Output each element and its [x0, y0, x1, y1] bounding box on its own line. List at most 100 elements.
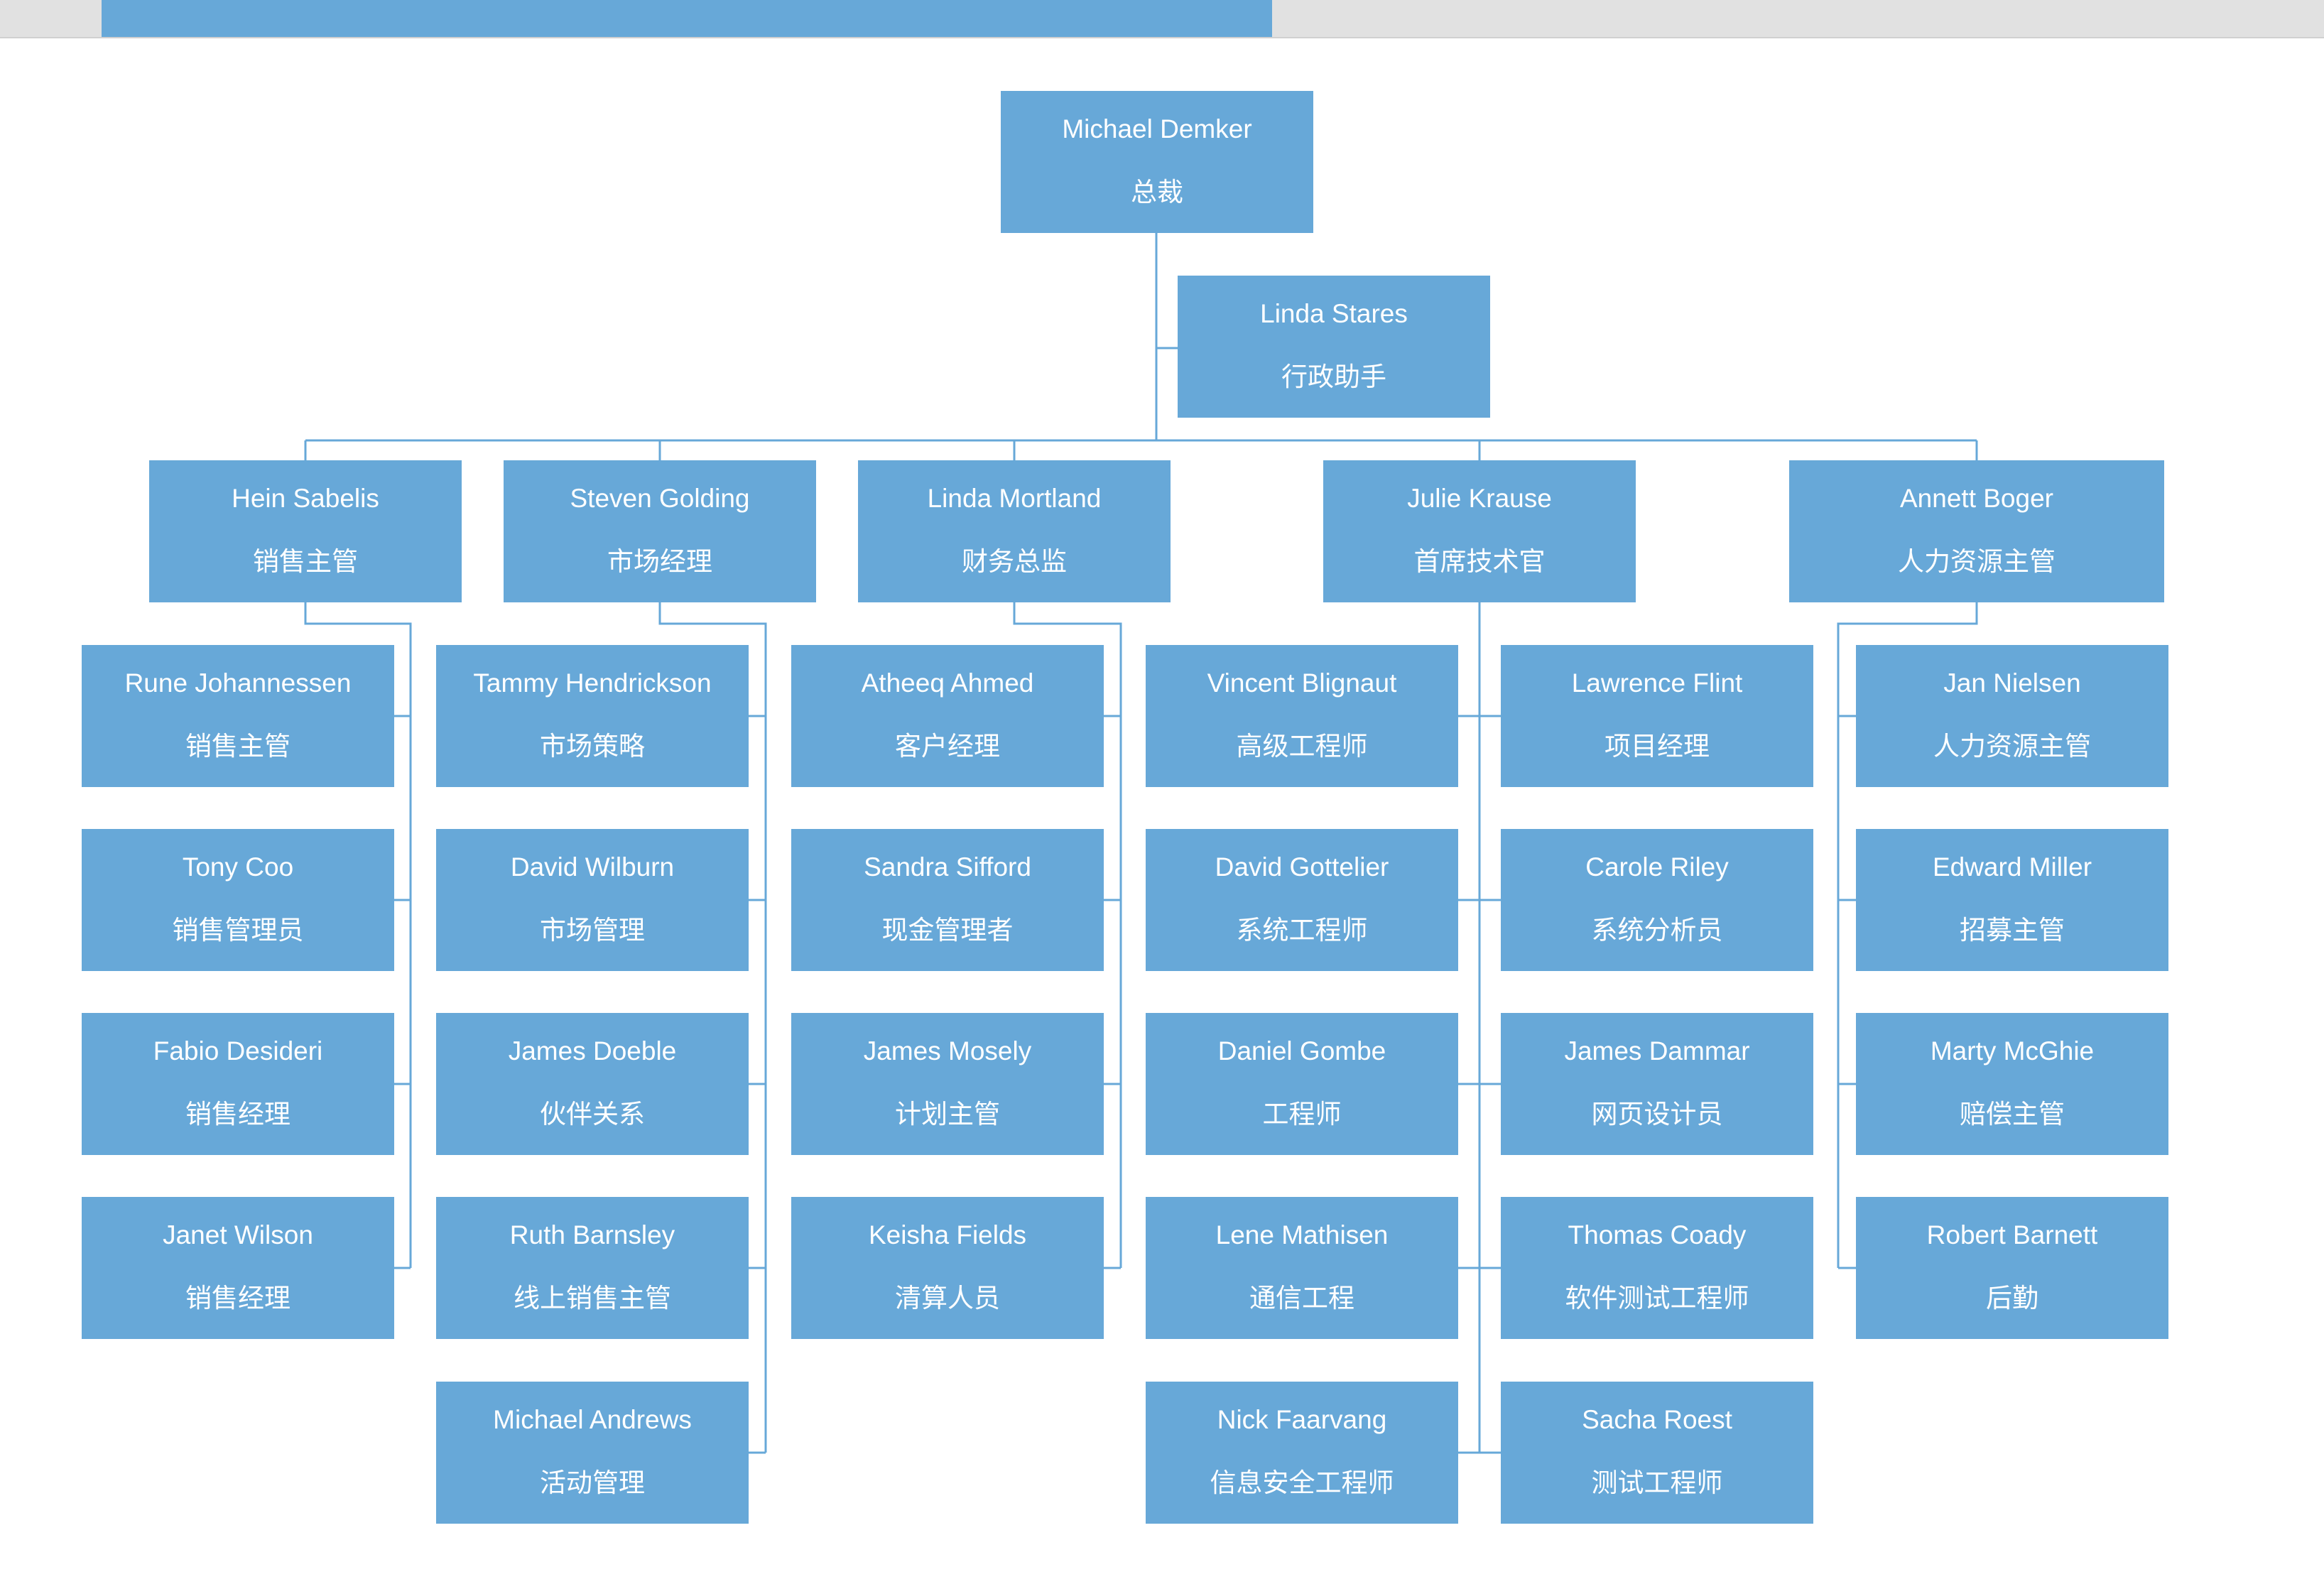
node-name: Linda Stares [1260, 299, 1408, 328]
org-node-marketing-5[interactable]: Michael Andrews 活动管理 [436, 1382, 749, 1524]
org-node-sales-2[interactable]: Tony Coo 销售管理员 [82, 829, 394, 971]
node-name: Tony Coo [182, 852, 294, 882]
node-title: 软件测试工程师 [1565, 1283, 1749, 1313]
node-title: 系统分析员 [1591, 915, 1723, 945]
connector-manager-drop [304, 440, 1978, 460]
org-node-root[interactable]: Michael Demker 总裁 [1001, 91, 1313, 233]
node-name: Hein Sabelis [232, 484, 379, 513]
node-name: James Mosely [863, 1036, 1032, 1066]
connector-hr-group [1837, 602, 1978, 1269]
connector-marketing-group [658, 602, 767, 1454]
node-name: Michael Andrews [493, 1405, 692, 1434]
node-name: Julie Krause [1407, 484, 1552, 513]
org-node-finance-1[interactable]: Atheeq Ahmed 客户经理 [791, 645, 1104, 787]
node-name: Nick Faarvang [1217, 1405, 1387, 1434]
node-name: Lawrence Flint [1571, 668, 1743, 698]
node-name: Linda Mortland [927, 484, 1102, 513]
org-node-assistant[interactable]: Linda Stares 行政助手 [1178, 276, 1490, 418]
org-node-finance-3[interactable]: James Mosely 计划主管 [791, 1013, 1104, 1155]
node-title: 后勤 [1986, 1283, 2038, 1313]
node-name: Annett Boger [1900, 484, 2053, 513]
node-title: 销售经理 [185, 1099, 290, 1129]
node-name: Thomas Coady [1568, 1220, 1747, 1249]
connector-tech-group [1458, 602, 1501, 1454]
org-node-hr-3[interactable]: Marty McGhie 赔偿主管 [1856, 1013, 2168, 1155]
org-node-hr-4[interactable]: Robert Barnett 后勤 [1856, 1197, 2168, 1339]
org-node-tech-right-4[interactable]: Thomas Coady 软件测试工程师 [1501, 1197, 1813, 1339]
org-node-sales-4[interactable]: Janet Wilson 销售经理 [82, 1197, 394, 1339]
org-node-finance-2[interactable]: Sandra Sifford 现金管理者 [791, 829, 1104, 971]
top-bar [0, 0, 2324, 38]
node-title: 活动管理 [540, 1468, 645, 1498]
node-name: Sacha Roest [1582, 1405, 1732, 1434]
org-node-tech-right-5[interactable]: Sacha Roest 测试工程师 [1501, 1382, 1813, 1524]
node-name: Jan Nielsen [1943, 668, 2081, 698]
node-name: Edward Miller [1932, 852, 2092, 882]
org-node-marketing-2[interactable]: David Wilburn 市场管理 [436, 829, 749, 971]
node-name: James Doeble [508, 1036, 677, 1066]
org-node-marketing-4[interactable]: Ruth Barnsley 线上销售主管 [436, 1197, 749, 1339]
node-title: 计划主管 [895, 1099, 1000, 1129]
org-node-manager-marketing[interactable]: Steven Golding 市场经理 [504, 460, 816, 602]
node-title: 人力资源主管 [1898, 546, 2056, 577]
node-title: 清算人员 [895, 1283, 1000, 1313]
node-name: Keisha Fields [868, 1220, 1027, 1249]
node-name: Atheeq Ahmed [861, 668, 1034, 698]
org-node-hr-1[interactable]: Jan Nielsen 人力资源主管 [1856, 645, 2168, 787]
node-name: Marty McGhie [1930, 1036, 2095, 1066]
org-node-tech-left-2[interactable]: David Gottelier 系统工程师 [1146, 829, 1458, 971]
org-node-tech-left-3[interactable]: Daniel Gombe 工程师 [1146, 1013, 1458, 1155]
org-node-finance-4[interactable]: Keisha Fields 清算人员 [791, 1197, 1104, 1339]
node-name: David Wilburn [510, 852, 675, 882]
org-node-manager-hr[interactable]: Annett Boger 人力资源主管 [1789, 460, 2164, 602]
node-title: 总裁 [1131, 177, 1183, 207]
node-title: 客户经理 [895, 731, 1000, 761]
node-title: 赔偿主管 [1960, 1099, 2065, 1129]
org-node-manager-sales[interactable]: Hein Sabelis 销售主管 [149, 460, 462, 602]
org-node-tech-right-3[interactable]: James Dammar 网页设计员 [1501, 1013, 1813, 1155]
node-name: Daniel Gombe [1217, 1036, 1386, 1066]
connector-sales-group [304, 602, 412, 1269]
node-title: 市场经理 [607, 546, 712, 577]
node-name: David Gottelier [1215, 852, 1389, 882]
node-title: 高级工程师 [1236, 731, 1368, 761]
node-title: 销售主管 [185, 731, 290, 761]
node-title: 网页设计员 [1591, 1099, 1723, 1129]
node-title: 首席技术官 [1413, 546, 1546, 577]
node-name: Carole Riley [1585, 852, 1729, 882]
node-title: 系统工程师 [1236, 915, 1368, 945]
node-name: Robert Barnett [1926, 1220, 2098, 1249]
connector-finance-group [1013, 602, 1122, 1269]
node-title: 财务总监 [962, 546, 1067, 577]
node-title: 市场管理 [540, 915, 645, 945]
org-node-manager-tech[interactable]: Julie Krause 首席技术官 [1323, 460, 1636, 602]
org-node-tech-left-1[interactable]: Vincent Blignaut 高级工程师 [1146, 645, 1458, 787]
node-name: Steven Golding [570, 484, 750, 513]
node-title: 现金管理者 [881, 915, 1014, 945]
node-name: Sandra Sifford [864, 852, 1031, 882]
node-name: Vincent Blignaut [1207, 668, 1397, 698]
node-name: Tammy Hendrickson [473, 668, 712, 698]
org-node-tech-left-5[interactable]: Nick Faarvang 信息安全工程师 [1146, 1382, 1458, 1524]
org-node-sales-1[interactable]: Rune Johannessen 销售主管 [82, 645, 394, 787]
node-title: 线上销售主管 [514, 1283, 671, 1313]
node-title: 测试工程师 [1591, 1468, 1723, 1498]
node-title: 信息安全工程师 [1210, 1468, 1394, 1498]
node-title: 伙伴关系 [540, 1099, 645, 1129]
org-node-hr-2[interactable]: Edward Miller 招募主管 [1856, 829, 2168, 971]
node-name: Lene Mathisen [1215, 1220, 1389, 1249]
node-title: 市场策略 [540, 731, 645, 761]
org-node-tech-left-4[interactable]: Lene Mathisen 通信工程 [1146, 1197, 1458, 1339]
org-node-marketing-3[interactable]: James Doeble 伙伴关系 [436, 1013, 749, 1155]
org-node-tech-right-2[interactable]: Carole Riley 系统分析员 [1501, 829, 1813, 971]
node-title: 销售经理 [185, 1283, 290, 1313]
org-node-manager-finance[interactable]: Linda Mortland 财务总监 [858, 460, 1171, 602]
node-title: 项目经理 [1604, 731, 1710, 761]
node-name: Ruth Barnsley [509, 1220, 675, 1249]
node-title: 行政助手 [1281, 362, 1386, 392]
org-node-marketing-1[interactable]: Tammy Hendrickson 市场策略 [436, 645, 749, 787]
org-node-tech-right-1[interactable]: Lawrence Flint 项目经理 [1501, 645, 1813, 787]
org-node-sales-3[interactable]: Fabio Desideri 销售经理 [82, 1013, 394, 1155]
node-title: 通信工程 [1249, 1283, 1354, 1313]
